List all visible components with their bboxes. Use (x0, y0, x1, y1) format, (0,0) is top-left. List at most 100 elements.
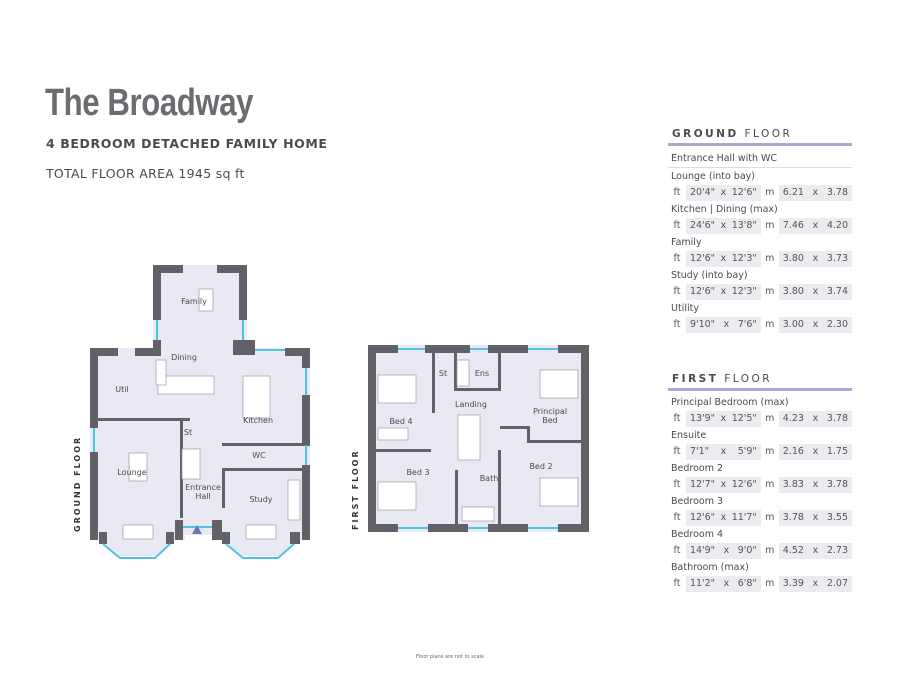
ft-width: 5'9" (737, 446, 757, 457)
room-label-hall: Hall (195, 492, 210, 501)
ft-width: 12'3" (731, 286, 757, 297)
room-label-bath: Bath (480, 474, 499, 483)
times: x (720, 253, 727, 264)
ft-width: 12'6" (731, 187, 757, 198)
times: x (720, 446, 727, 457)
room-name: Bedroom 2 (671, 463, 724, 474)
ground-floor-spec: GROUND FLOOR Entrance Hall with WC Loung… (668, 128, 852, 333)
unit-ft: ft (673, 479, 681, 490)
m-width: 3.74 (826, 286, 848, 297)
room-name: Bedroom 3 (671, 496, 724, 507)
m-length: 3.83 (782, 479, 804, 490)
unit-ft: ft (673, 187, 681, 198)
dims-ft: 12'6" x 11'7" (685, 510, 761, 526)
times: x (720, 187, 727, 198)
ft-length: 24'6" (689, 220, 716, 231)
room-label-lounge: Lounge (117, 468, 146, 477)
ground-floor-plan: Family Dining Util Kitchen St WC Lounge … (73, 265, 310, 559)
unit-m: m (765, 319, 775, 330)
times: x (723, 578, 730, 589)
room-name: Entrance Hall with WC (668, 150, 852, 168)
room-name: Principal Bedroom (max) (671, 397, 789, 408)
unit-m: m (765, 220, 775, 231)
times: x (812, 578, 819, 589)
ft-length: 12'6" (689, 253, 716, 264)
m-width: 4.20 (826, 220, 848, 231)
room-name: Ensuite (671, 430, 707, 441)
unit-m: m (765, 413, 775, 424)
unit-m: m (765, 187, 775, 198)
subtitle: 4 BEDROOM DETACHED FAMILY HOME (46, 136, 328, 151)
times: x (812, 187, 819, 198)
ft-width: 11'7" (731, 512, 757, 523)
m-width: 3.78 (826, 479, 848, 490)
unit-m: m (765, 446, 775, 457)
times: x (812, 319, 819, 330)
room-label-st: St (439, 369, 447, 378)
unit-m: m (765, 512, 775, 523)
first-floor-plan: St Ens Landing Bed 4 Principal Bed Bed 3… (351, 345, 589, 532)
dims-ft: 14'9" x 9'0" (685, 543, 761, 559)
times: x (812, 446, 819, 457)
times: x (720, 413, 727, 424)
room-label-bed2: Bed 2 (529, 462, 552, 471)
first-floor-label: FIRST FLOOR (351, 449, 360, 530)
ft-length: 9'10" (689, 319, 716, 330)
times: x (723, 545, 730, 556)
times: x (812, 253, 819, 264)
times: x (720, 220, 727, 231)
ft-width: 12'6" (731, 479, 757, 490)
times: x (720, 512, 727, 523)
first-floor-heading: FIRST FLOOR (668, 373, 852, 391)
room-label-st: St (184, 428, 192, 437)
ft-length: 14'9" (689, 545, 716, 556)
ground-floor-heading: GROUND FLOOR (668, 128, 852, 146)
ft-width: 9'0" (737, 545, 757, 556)
room-label-wc: WC (252, 451, 266, 460)
scale-note: Floor plans are not to scale (416, 654, 484, 660)
room-name: Lounge (into bay) (671, 171, 755, 182)
room-name: Utility (671, 303, 699, 314)
ft-width: 6'8" (737, 578, 757, 589)
times: x (720, 479, 727, 490)
m-width: 3.73 (826, 253, 848, 264)
unit-ft: ft (673, 545, 681, 556)
room-label-bed4: Bed 4 (389, 417, 412, 426)
ground-floor-label: GROUND FLOOR (73, 436, 82, 532)
m-length: 2.16 (782, 446, 804, 457)
unit-m: m (765, 545, 775, 556)
room-name: Kitchen | Dining (max) (671, 204, 778, 215)
ft-length: 12'6" (689, 512, 716, 523)
ft-length: 13'9" (689, 413, 716, 424)
first-floor-spec: FIRST FLOOR Principal Bedroom (max) ft 13'… (668, 373, 852, 592)
m-length: 6.21 (782, 187, 804, 198)
times: x (720, 286, 727, 297)
room-label-ens: Ens (475, 369, 489, 378)
room-name: Study (into bay) (671, 270, 748, 281)
times: x (812, 220, 819, 231)
m-width: 2.73 (826, 545, 848, 556)
room-label-principal-bed: Bed (542, 416, 558, 425)
page-title: The Broadway (45, 82, 254, 124)
m-length: 3.80 (782, 286, 804, 297)
unit-m: m (765, 578, 775, 589)
